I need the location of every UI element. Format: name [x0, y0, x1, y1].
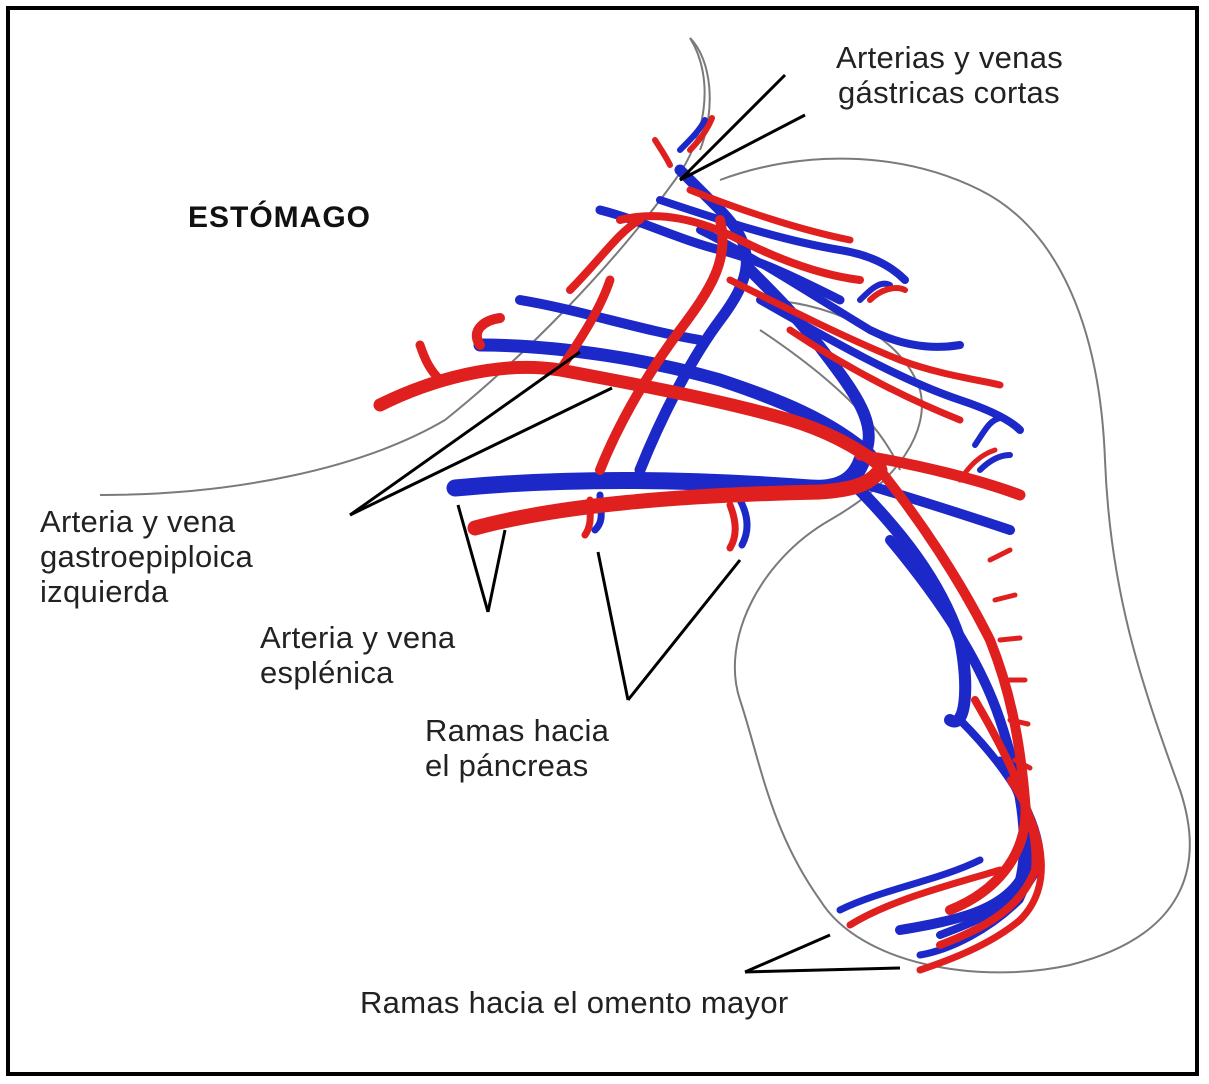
label-line: Arteria y vena — [40, 504, 253, 539]
leader-lines — [350, 75, 900, 972]
label-line: el páncreas — [425, 748, 609, 783]
label-stomach: ESTÓMAGO — [188, 200, 371, 235]
leader-omentum-2 — [745, 968, 900, 972]
leader-pancreas-2 — [628, 560, 740, 700]
label-line: Arterias y venas — [836, 40, 1063, 75]
label-line: Arteria y vena — [260, 620, 455, 655]
label-line: gástricas cortas — [836, 75, 1063, 110]
leader-pancreas-1 — [598, 552, 628, 700]
leader-short-gastric-1 — [680, 75, 785, 180]
leader-splenic-2 — [488, 530, 505, 612]
label-left-gastroepiploic-vessels: Arteria y vena gastroepiploica izquierda — [40, 504, 253, 609]
label-short-gastric-vessels: Arterias y venas gástricas cortas — [836, 40, 1063, 110]
label-line: Ramas hacia — [425, 713, 609, 748]
label-pancreatic-branches: Ramas hacia el páncreas — [425, 713, 609, 783]
label-line: gastroepiploica — [40, 539, 253, 574]
label-omentum-branches: Ramas hacia el omento mayor — [360, 985, 789, 1020]
leader-omentum-1 — [745, 935, 830, 972]
label-line: izquierda — [40, 574, 253, 609]
label-line: esplénica — [260, 655, 455, 690]
splenic-vein — [455, 460, 862, 488]
splenic-vein-tributary-2 — [850, 480, 965, 722]
label-splenic-vessels: Arteria y vena esplénica — [260, 620, 455, 690]
